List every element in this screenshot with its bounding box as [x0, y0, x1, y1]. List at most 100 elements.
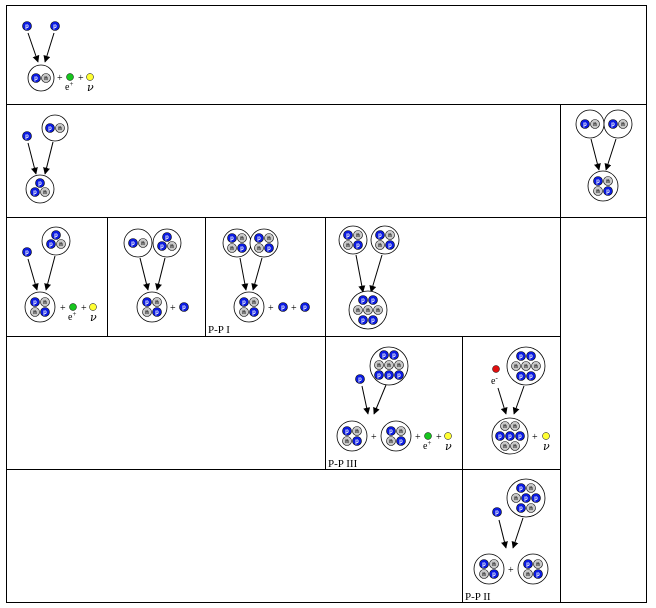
proton-particle: p — [516, 483, 526, 493]
proton-particle: p — [45, 123, 55, 133]
neutron-particle: n — [396, 426, 406, 436]
positron-symbol: e+ — [423, 439, 431, 452]
nucleus-shell — [222, 228, 252, 258]
proton-ball — [516, 371, 526, 381]
neutron-particle: n — [385, 230, 395, 240]
neutron-particle: n — [384, 360, 394, 370]
proton-letter: p — [495, 510, 499, 516]
neutron-particle: n — [353, 230, 363, 240]
neutrino-symbol: ν — [87, 81, 94, 94]
neutron-ball — [239, 307, 249, 317]
proton-letter: p — [583, 122, 587, 128]
proton-ball — [128, 238, 138, 248]
proton-ball — [523, 559, 533, 569]
neutron-ball — [167, 241, 177, 251]
proton-ball — [35, 178, 45, 188]
neutron-particle: n — [521, 361, 531, 371]
reaction-arrow — [512, 385, 525, 415]
neutron-particle: n — [489, 559, 499, 569]
neutron-ball — [237, 233, 247, 243]
proton-ball — [495, 431, 505, 441]
neutron-particle: n — [533, 559, 543, 569]
proton-particle: p — [608, 119, 618, 129]
proton-letter: p — [387, 373, 391, 379]
reaction-arrow — [43, 32, 55, 63]
reaction-arrow — [497, 387, 508, 415]
neutron-particle: n — [593, 186, 603, 196]
proton-particle: p — [40, 307, 50, 317]
neutron-ball — [510, 421, 520, 431]
neutron-letter: n — [170, 244, 174, 250]
neutron-ball — [533, 559, 543, 569]
proton-letter: p — [519, 506, 523, 512]
proton-particle: p — [237, 243, 247, 253]
nucleus-shell — [603, 109, 633, 139]
neutron-letter: n — [155, 300, 159, 306]
plus-sign: + — [436, 432, 442, 443]
proton-letter: p — [131, 241, 135, 247]
proton-letter: p — [361, 318, 365, 324]
proton-ball — [157, 241, 167, 251]
neutron-letter: n — [513, 444, 517, 450]
proton-particle: p — [516, 503, 526, 513]
neutron-letter: n — [397, 363, 401, 369]
nucleus-shell — [587, 170, 619, 202]
proton-letter: p — [377, 373, 381, 379]
proton-letter: p — [498, 434, 502, 440]
neutron-ball — [40, 187, 50, 197]
proton-ball — [254, 233, 264, 243]
nucleus-shell — [338, 225, 368, 255]
neutron-ball — [394, 360, 404, 370]
neutron-ball — [343, 240, 353, 250]
proton-ball — [608, 119, 618, 129]
neutron-particle: n — [142, 307, 152, 317]
positron-symbol: e+ — [68, 310, 76, 323]
neutron-ball — [526, 503, 536, 513]
neutron-letter: n — [267, 236, 271, 242]
neutron-particle: n — [40, 187, 50, 197]
proton-particle: p — [385, 240, 395, 250]
neutron-particle: n — [511, 361, 521, 371]
neutron-particle: n — [374, 360, 384, 370]
neutrino-particle — [542, 432, 550, 440]
proton-letter: p — [25, 250, 29, 256]
neutron-ball — [523, 569, 533, 579]
neutron-ball — [30, 307, 40, 317]
reaction-arrow — [44, 255, 56, 291]
nucleus-shell — [249, 228, 279, 258]
proton-letter: p — [34, 76, 38, 82]
proton-particle: p — [142, 297, 152, 307]
proton-particle: p — [22, 21, 32, 31]
proton-letter: p — [182, 305, 186, 311]
neutron-letter: n — [355, 429, 359, 435]
neutron-particle: n — [138, 238, 148, 248]
neutron-ball — [41, 73, 51, 83]
proton-particle: p — [603, 186, 613, 196]
electron-symbol: e- — [491, 374, 498, 387]
proton-letter: p — [378, 233, 382, 239]
neutron-letter: n — [514, 496, 518, 502]
neutron-letter: n — [145, 310, 149, 316]
proton-letter: p — [49, 242, 53, 248]
neutron-letter: n — [346, 243, 350, 249]
proton-ball — [384, 370, 394, 380]
neutron-particle: n — [30, 307, 40, 317]
proton-ball — [179, 302, 189, 312]
proton-ball — [516, 483, 526, 493]
proton-ball — [368, 315, 378, 325]
plus-sign: + — [371, 432, 377, 443]
proton-letter: p — [33, 300, 37, 306]
neutron-ball — [264, 233, 274, 243]
proton-particle: p — [254, 233, 264, 243]
reaction-arrow — [27, 258, 39, 291]
